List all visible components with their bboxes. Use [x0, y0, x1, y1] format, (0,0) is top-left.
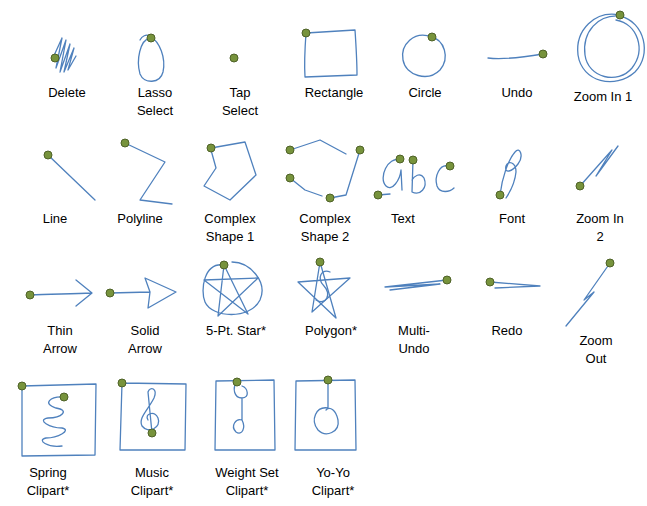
gesture-label: Spring Clipart*	[16, 464, 80, 500]
thin-arrow-gesture	[26, 280, 92, 306]
gesture-label: Music Clipart*	[121, 464, 183, 500]
gesture-label: Zoom In 2	[571, 210, 629, 246]
gesture-label: Tap Select	[215, 84, 265, 120]
circle-gesture	[403, 33, 446, 76]
music-clipart-gesture	[118, 379, 186, 450]
redo-gesture	[486, 278, 540, 288]
undo-gesture	[488, 50, 547, 59]
gesture-label: Zoom Out	[572, 332, 620, 368]
font-gesture	[496, 150, 521, 199]
gesture-label: Undo	[487, 84, 547, 102]
lasso-gesture	[138, 34, 163, 81]
tap-gesture	[230, 54, 238, 62]
gesture-label: Font	[482, 210, 542, 228]
yo-yo-clipart-gesture	[295, 376, 356, 450]
gesture-label: Complex Shape 2	[290, 210, 360, 246]
zoom-out-gesture	[566, 259, 614, 326]
gesture-label: Polygon*	[291, 322, 371, 340]
gesture-label: Redo	[477, 322, 537, 340]
text-gesture	[374, 155, 454, 199]
multi-undo-gesture	[385, 276, 451, 290]
complex-shape-gesture	[204, 142, 256, 200]
zoom-in-gesture	[576, 146, 618, 190]
line-gesture	[44, 151, 95, 200]
zoom-in-gesture	[578, 11, 645, 82]
complex-shape-gesture	[286, 140, 364, 202]
delete-gesture	[51, 38, 76, 72]
gesture-label: 5-Pt. Star*	[196, 322, 276, 340]
gesture-label: Delete	[37, 84, 97, 102]
gesture-label: Circle	[395, 84, 455, 102]
gesture-label: Text	[373, 210, 433, 228]
gesture-label: Thin Arrow	[36, 322, 84, 358]
polyline-gesture	[121, 139, 172, 204]
spring-clipart-gesture	[18, 382, 96, 456]
gesture-label: Weight Set Clipart*	[205, 464, 289, 500]
gesture-label: Polyline	[105, 210, 175, 228]
gesture-label: Zoom In 1	[563, 88, 643, 106]
gesture-label: Rectangle	[294, 84, 374, 102]
star-gesture	[203, 261, 262, 316]
polygon-gesture	[298, 258, 350, 318]
gesture-label: Line	[25, 210, 85, 228]
rectangle-gesture	[302, 29, 357, 77]
solid-arrow-gesture	[106, 278, 176, 308]
gesture-label: Yo-Yo Clipart*	[300, 464, 366, 500]
gesture-label: Solid Arrow	[120, 322, 170, 358]
gesture-label: Multi-Undo	[390, 322, 438, 358]
weight-set-clipart-gesture	[215, 378, 275, 450]
gesture-label: Lasso Select	[130, 84, 180, 120]
gesture-label: Complex Shape 1	[195, 210, 265, 246]
